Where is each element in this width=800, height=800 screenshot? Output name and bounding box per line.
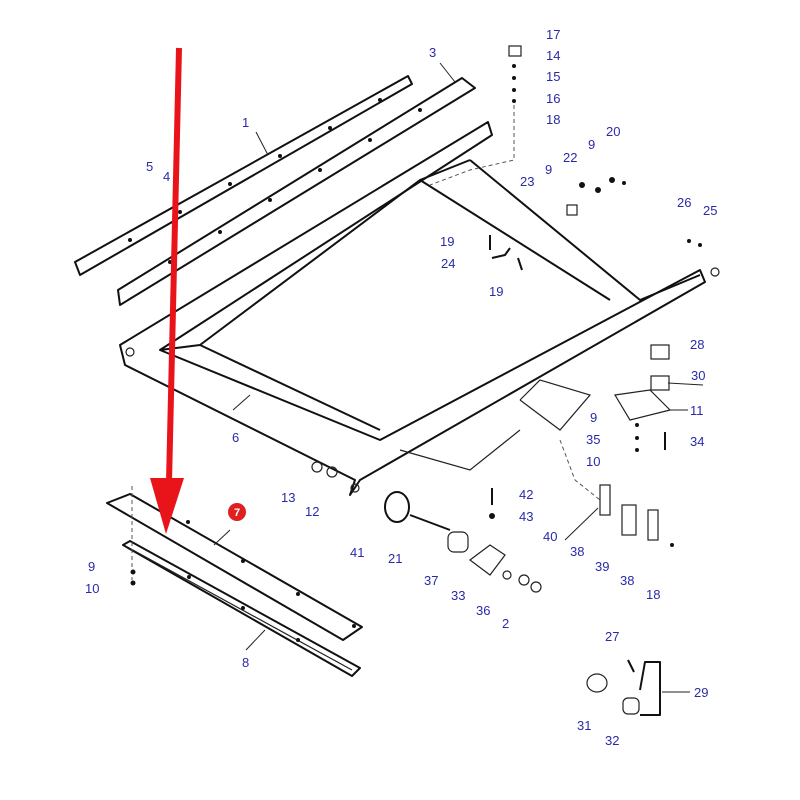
callout[interactable]: 24 — [441, 256, 455, 271]
part-3-strip — [117, 77, 476, 306]
callout-labels: 17 14 15 16 18 3 1 5 4 22 9 20 9 23 26 2… — [85, 27, 717, 748]
callout[interactable]: 19 — [440, 234, 454, 249]
callout[interactable]: 2 — [502, 616, 509, 631]
callout[interactable]: 5 — [146, 159, 153, 174]
callout[interactable]: 9 — [545, 162, 552, 177]
callout[interactable]: 35 — [586, 432, 600, 447]
callout[interactable]: 21 — [388, 551, 402, 566]
callout[interactable]: 11 — [690, 403, 704, 418]
callout[interactable]: 8 — [242, 655, 249, 670]
red-arrow-pointer — [150, 47, 184, 534]
callout[interactable]: 43 — [519, 509, 533, 524]
callout[interactable]: 13 — [281, 490, 295, 505]
callout[interactable]: 20 — [606, 124, 620, 139]
callout[interactable]: 3 — [429, 45, 436, 60]
callout-7-highlighted[interactable]: 7 — [228, 503, 246, 521]
callout[interactable]: 9 — [588, 137, 595, 152]
callout[interactable]: 15 — [546, 69, 560, 84]
callout[interactable]: 38 — [570, 544, 584, 559]
svg-text:7: 7 — [234, 507, 240, 519]
leader-lines — [213, 62, 704, 693]
part-1-strip — [74, 75, 413, 276]
frame-part-6 — [119, 121, 720, 496]
callout[interactable]: 38 — [620, 573, 634, 588]
callout[interactable]: 41 — [350, 545, 364, 560]
callout[interactable]: 22 — [563, 150, 577, 165]
callout[interactable]: 28 — [690, 337, 704, 352]
callout[interactable]: 12 — [305, 504, 319, 519]
callout[interactable]: 30 — [691, 368, 705, 383]
callout[interactable]: 32 — [605, 733, 619, 748]
callout[interactable]: 23 — [520, 174, 534, 189]
callout[interactable]: 42 — [519, 487, 533, 502]
callout[interactable]: 1 — [242, 115, 249, 130]
callout[interactable]: 18 — [546, 112, 560, 127]
callout[interactable]: 37 — [424, 573, 438, 588]
callout[interactable]: 19 — [489, 284, 503, 299]
callout[interactable]: 9 — [88, 559, 95, 574]
callout[interactable]: 6 — [232, 430, 239, 445]
callout[interactable]: 40 — [543, 529, 557, 544]
callout[interactable]: 36 — [476, 603, 490, 618]
callout[interactable]: 14 — [546, 48, 560, 63]
callout[interactable]: 25 — [703, 203, 717, 218]
callout[interactable]: 26 — [677, 195, 691, 210]
callout[interactable]: 34 — [690, 434, 704, 449]
callout[interactable]: 10 — [85, 581, 99, 596]
callout[interactable]: 27 — [605, 629, 619, 644]
callout[interactable]: 33 — [451, 588, 465, 603]
callout[interactable]: 29 — [694, 685, 708, 700]
part-7-plate — [106, 493, 363, 641]
callout[interactable]: 18 — [646, 587, 660, 602]
callout[interactable]: 4 — [163, 169, 170, 184]
callout[interactable]: 31 — [577, 718, 591, 733]
callout[interactable]: 39 — [595, 559, 609, 574]
hardware — [311, 45, 702, 716]
callout[interactable]: 16 — [546, 91, 560, 106]
part-8-strip — [122, 540, 361, 677]
callout[interactable]: 9 — [590, 410, 597, 425]
callout[interactable]: 17 — [546, 27, 560, 42]
callout[interactable]: 10 — [586, 454, 600, 469]
